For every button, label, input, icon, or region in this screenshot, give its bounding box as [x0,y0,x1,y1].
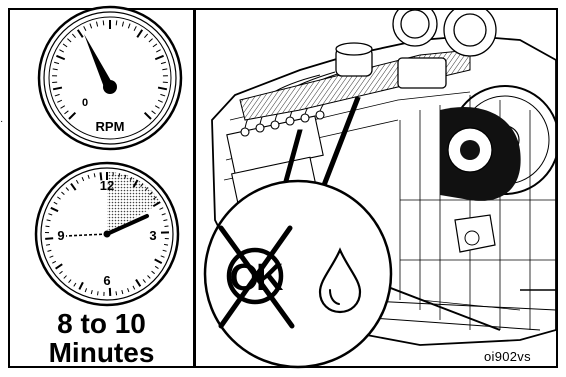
clock-number-12: 12 [100,178,114,193]
clock-face: 12 3 6 9 [36,163,178,305]
tick-mark [98,291,99,295]
duration-caption-line-2: Minutes [10,339,193,367]
tachometer-gauge: 0 RPM [39,7,181,149]
duration-caption-line-1: 8 to 10 [10,310,193,338]
tick-mark [116,20,117,25]
tachometer-unit-label: RPM [96,119,125,134]
tick-mark [46,226,50,227]
tick-mark [103,20,104,25]
tick-mark [116,291,117,295]
tick-mark [46,244,50,245]
clock-number-6: 6 [103,273,110,288]
figure-id: oi902vs [484,349,531,364]
tick-mark [164,244,168,245]
tachometer-zero-label: 0 [82,97,88,109]
tick-mark [45,238,53,239]
clock-number-3: 3 [149,228,156,243]
tachometer-hub [103,80,117,94]
clock-hub [104,231,111,238]
clock-number-9: 9 [57,228,64,243]
tick-mark [165,226,169,227]
